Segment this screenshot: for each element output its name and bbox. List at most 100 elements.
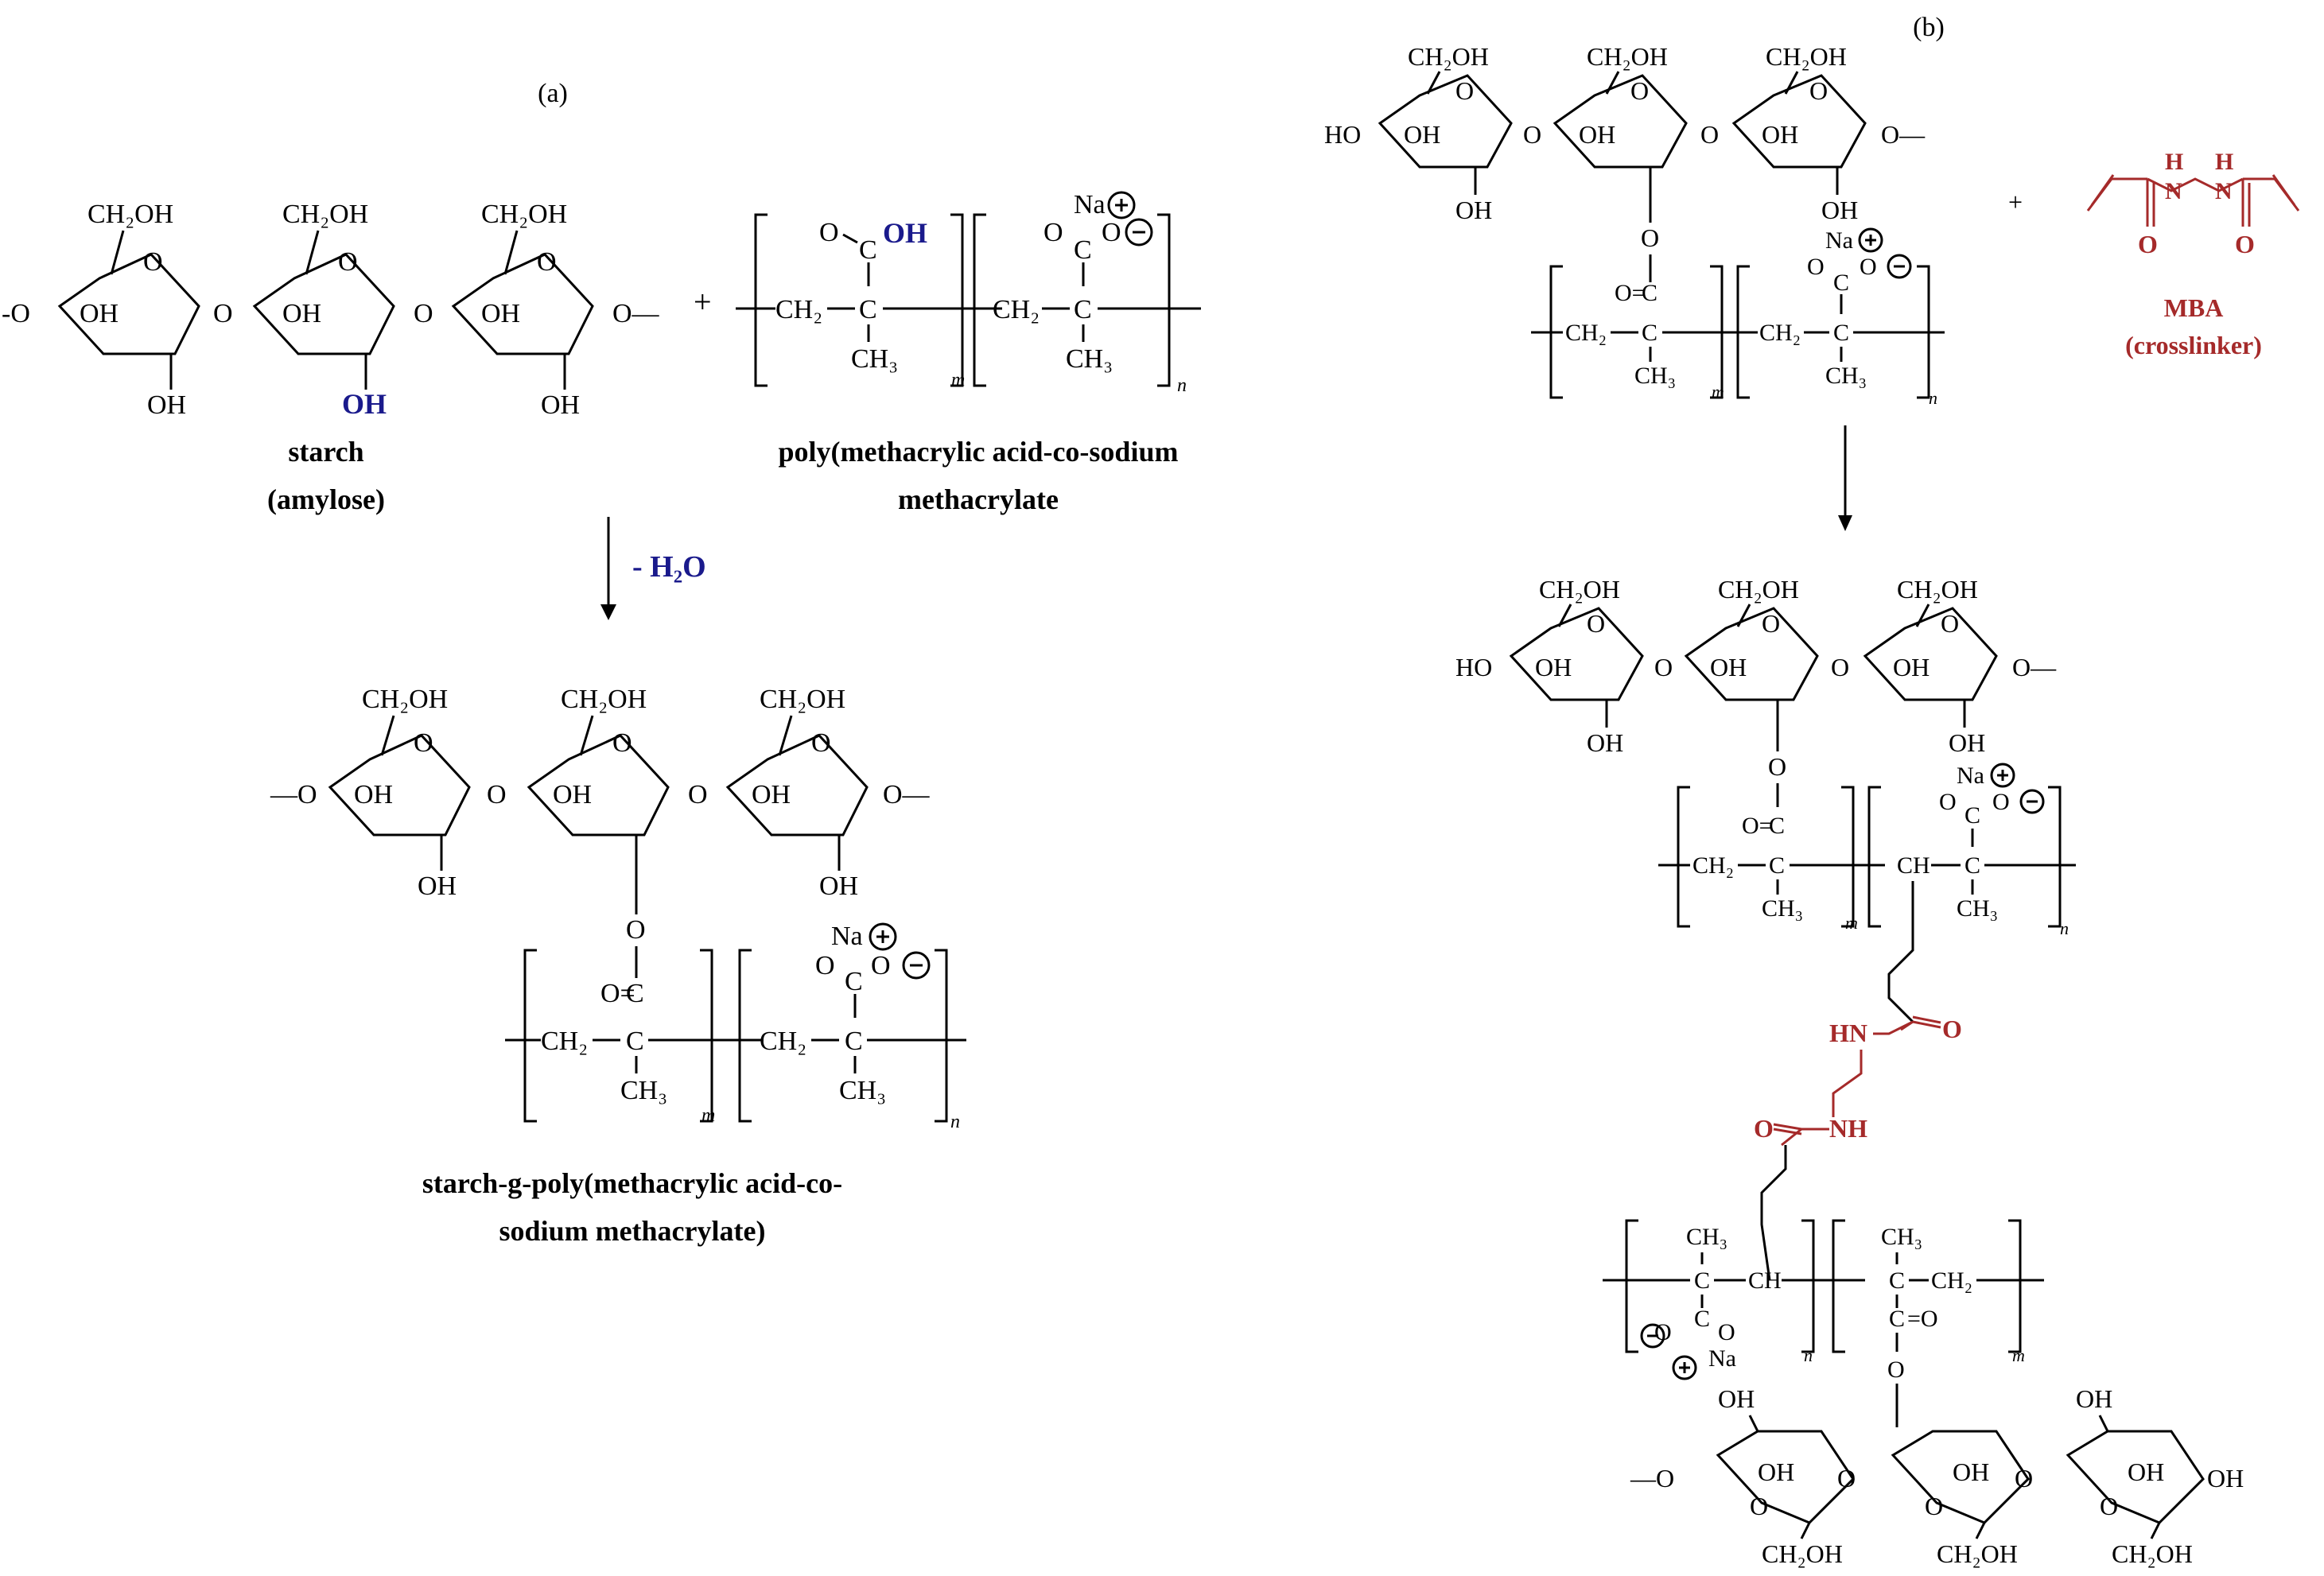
hydroxyl-group: OH: [1455, 196, 1492, 224]
amide-oxygen: O: [1754, 1114, 1774, 1143]
quaternary-carbon: C: [1642, 320, 1658, 346]
arrowhead: [1838, 515, 1852, 531]
ring-oxygen: O: [1587, 609, 1605, 638]
amide-nitrogen: N: [2215, 178, 2233, 204]
bracket-mid: [1867, 786, 1881, 928]
starch-reactant: -O CH₂OH O OH OH O CH₂OH O OH OH O CH₂OH…: [2, 200, 660, 420]
copolymer-reactant: CH₂ C C O OH CH₃ m CH₂ C C O O Na: [736, 190, 1201, 396]
subscript-m: m: [951, 370, 965, 390]
ring-oxygen: O: [811, 728, 831, 758]
positive-charge: [1858, 227, 1883, 253]
glycosidic-oxygen: O: [414, 299, 433, 328]
subscript-m: m: [701, 1105, 715, 1126]
hydroxyl-group: OH: [541, 390, 580, 420]
ch2-group: CH₂: [1565, 320, 1607, 346]
ring-oxygen: O: [414, 728, 433, 758]
amide-oxygen: O: [2235, 230, 2255, 258]
hydroxyl-group: OH: [2076, 1384, 2112, 1413]
carbonyl-oxygen: O: [1807, 254, 1825, 280]
bracket-mid: [950, 213, 964, 387]
ch2oh-group: CH₂OH: [1718, 575, 1799, 604]
hydroxyl-group: OH: [1404, 120, 1440, 149]
methyl-group: CH₃: [1881, 1224, 1922, 1250]
glycosidic-oxygen: O: [213, 299, 233, 328]
glycosidic-oxygen: O: [688, 780, 708, 809]
ch2oh-group: CH₂OH: [1408, 42, 1489, 71]
amide-oxygen: O: [2138, 230, 2158, 258]
amide-nitrogen: N: [2165, 178, 2182, 204]
subscript-n: n: [950, 1112, 960, 1132]
ester-carbonyl: O=: [600, 979, 635, 1008]
quaternary-carbon: C: [1833, 320, 1849, 346]
ch2oh-group: CH₂OH: [1539, 575, 1620, 604]
plus-sign: +: [694, 284, 712, 320]
reactive-hydroxyl: OH: [342, 388, 387, 420]
hydroxyl-group: OH: [1893, 653, 1930, 681]
glucose-ring: [328, 734, 471, 837]
subscript-m: m: [2012, 1345, 2025, 1365]
carboxylate-carbon: C: [1833, 270, 1849, 296]
sodium-ion: Na: [1708, 1345, 1736, 1372]
glycosidic-oxygen: O: [1831, 653, 1849, 681]
carboxylate-oxygen: O: [1860, 254, 1877, 280]
terminal-hydroxyl: OH: [2207, 1464, 2244, 1493]
carboxylate-oxygen: O: [1992, 789, 2010, 815]
terminal-hydroxyl: HO: [1324, 120, 1361, 149]
negative-charge: [902, 951, 931, 980]
hydroxyl-group: OH: [354, 780, 393, 809]
carbonyl-oxygen: O: [1939, 789, 1957, 815]
crosslink-chain: [1760, 1145, 1787, 1281]
ring-oxygen: O: [1762, 609, 1780, 638]
mba-crosslinker: O N H N H O MBA (crosslinker): [2086, 149, 2300, 359]
methyl-group: CH₃: [1825, 363, 1867, 389]
sodium-ion: Na: [1957, 763, 1984, 789]
bracket-mid: [700, 949, 713, 1123]
ester-carbon: C: [1889, 1306, 1905, 1332]
ring-oxygen: O: [1941, 609, 1959, 638]
glucose-ring: [451, 253, 594, 355]
bracket-left: [754, 213, 768, 387]
methine-group: CH: [1748, 1267, 1782, 1294]
chain-end-left: -O: [2, 299, 30, 328]
hydroxyl-group: OH: [1762, 120, 1798, 149]
ch2oh-group: CH₂OH: [1897, 575, 1978, 604]
negative-charge: [1887, 254, 1912, 279]
glucose-ring: [1863, 607, 1998, 701]
ester-carbon: C: [1642, 280, 1658, 306]
ch2oh-group: CH₂OH: [1762, 1539, 1843, 1568]
sodium-ion: Na: [1074, 190, 1106, 219]
copolymer-label-line1: poly(methacrylic acid-co-sodium: [779, 436, 1179, 468]
ch2-group: CH₂: [1759, 320, 1801, 346]
quaternary-carbon: C: [1769, 852, 1785, 879]
hydroxyl-group: OH: [819, 871, 858, 901]
methyl-group: CH₃: [851, 344, 898, 374]
product-label-line1: starch-g-poly(methacrylic acid-co-: [422, 1167, 842, 1199]
ester-carbon: C: [626, 979, 644, 1008]
methyl-group: CH₃: [839, 1076, 886, 1105]
ch2oh-group: CH₂OH: [2112, 1539, 2193, 1568]
hydroxyl-group: OH: [147, 390, 186, 420]
mba-label: MBA: [2164, 293, 2224, 322]
bracket-mid: [1801, 1219, 1815, 1353]
carboxylate-carbon: C: [1694, 1306, 1710, 1332]
positive-charge: [869, 922, 897, 951]
panel-b: (b) HO CH₂OH O OH OH O CH₂OH O OH O O CH…: [1324, 13, 2300, 1568]
starch-label-line1: starch: [288, 436, 363, 468]
positive-charge: [1107, 191, 1136, 219]
ring-oxygen: O: [537, 247, 557, 277]
carboxylate-oxygen: O: [1102, 218, 1121, 247]
bracket-right: [935, 949, 948, 1123]
bracket-mid: [1832, 1219, 1845, 1353]
chain-end-right: O—: [612, 299, 660, 328]
ester-carbon: C: [1769, 813, 1785, 839]
ch2-group: CH₂: [541, 1027, 588, 1056]
glycosidic-oxygen: O: [1837, 1464, 1856, 1493]
methyl-group: CH₃: [1066, 344, 1113, 374]
ch2oh-group: CH₂OH: [362, 685, 448, 714]
hydroxyl-group: OH: [1579, 120, 1615, 149]
carbonyl-carbon: C: [859, 235, 877, 265]
hydroxyl-group: OH: [1949, 728, 1985, 757]
carbonyl-oxygen: O: [819, 218, 839, 247]
panel-b-label: (b): [1913, 13, 1945, 42]
starch-label-line2: (amylose): [267, 483, 385, 515]
